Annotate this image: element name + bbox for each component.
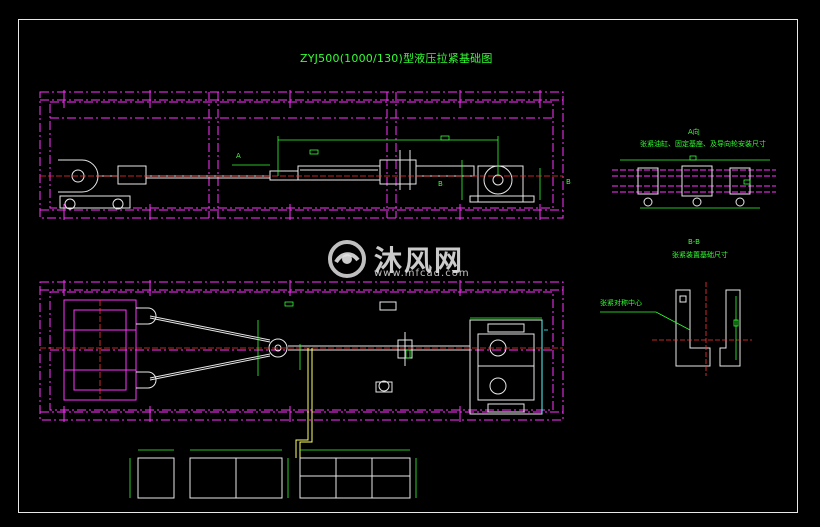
view-b-dims [600,296,739,360]
view-b-note: 张紧装置基础尺寸 [672,251,728,259]
section-a-marker: A [236,152,241,160]
drawing-frame [18,19,798,513]
view-a-note: 张紧油缸、固定基座、及导向轮安装尺寸 [640,140,766,148]
view-a-title: A向 [688,128,700,136]
watermark-logo-icon [328,240,366,278]
view-b-center [652,282,752,376]
upper-dimensions [232,135,541,200]
lower-dims-cyan [541,320,548,414]
upper-foundation-ticks [63,90,541,220]
hydraulic-pipe [295,348,313,458]
section-b-marker: B [438,180,443,188]
upper-foundation [39,91,564,219]
lower-foundation-ticks [63,280,461,422]
lower-dimensions [257,301,542,376]
lower-centerline [40,300,563,400]
upper-equipment [58,150,535,210]
view-a-dims [620,155,770,209]
view-b [675,289,741,367]
hydraulic-dims [129,449,417,498]
centerline-note: 张紧对称中心 [600,299,642,307]
watermark-url: www.mfcad.com [374,268,470,279]
watermark: 沐风网 www.mfcad.com [326,238,469,280]
drawing-title: ZYJ500(1000/130)型液压拉紧基础图 [300,52,493,65]
watermark-text: 沐风网 [374,244,465,277]
lower-equipment [136,301,543,415]
lower-foundation [39,281,564,421]
hydraulic-units [137,457,411,499]
view-b-title: B-B [688,238,700,246]
view-a [612,169,776,193]
section-b-marker-right: B [566,178,571,186]
